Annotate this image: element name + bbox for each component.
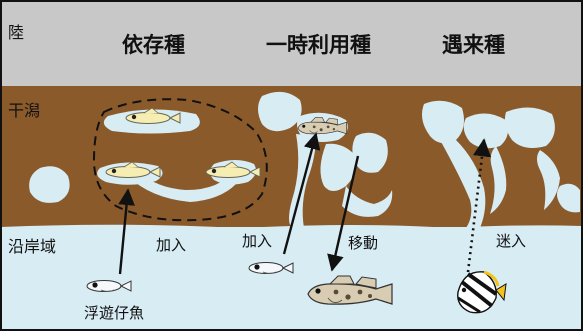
stray-arrow — [466, 138, 492, 273]
recruit-label-2: 加入 — [242, 232, 272, 250]
larva-label: 浮遊仔魚 — [84, 304, 144, 322]
category-temporary: 一時利用種 — [266, 33, 371, 57]
zone-label-coastal: 沿岸域 — [8, 237, 56, 256]
recruit-arrow-1 — [118, 188, 135, 275]
category-vagrant: 遇来種 — [442, 33, 505, 57]
land-band — [1, 1, 582, 86]
recruit-label-1: 加入 — [156, 236, 186, 254]
stray-label: 迷入 — [496, 232, 526, 250]
category-dependent: 依存種 — [122, 33, 185, 57]
dependent-habitat-outline — [92, 98, 268, 222]
movement-arrow — [327, 155, 360, 272]
movement-label: 移動 — [348, 234, 378, 252]
recruit-arrow-2 — [282, 132, 321, 255]
zone-label-land: 陸 — [8, 23, 24, 42]
zone-label-tidal-flat: 干潟 — [8, 101, 40, 120]
butterflyfish-icon — [457, 270, 507, 314]
